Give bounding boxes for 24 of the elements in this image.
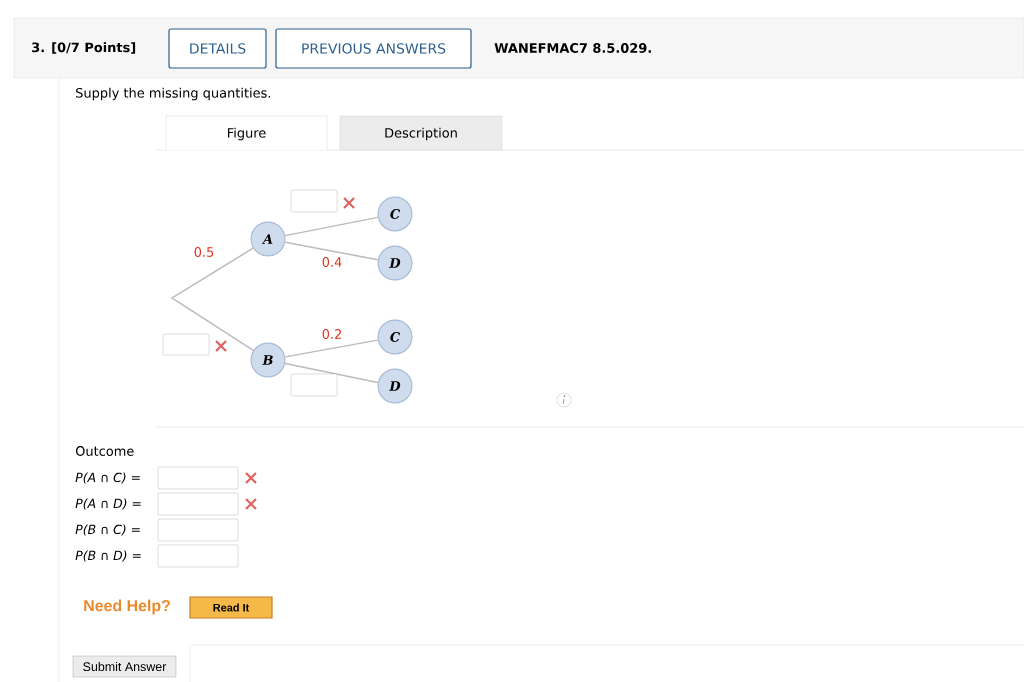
probability-expression: P(A ∩ D) = [75,498,141,510]
branch-line [172,297,255,352]
figure-tab: Figure [165,115,328,151]
details-button: DETAILS [168,28,267,69]
probability-label: 0.5 [192,246,216,258]
probability-expression: P(B ∩ C) = [75,524,140,536]
instruction: Supply the missing quantities. [76,87,271,101]
probability-label: 0.4 [320,256,344,268]
submit-button: Submit Answer [72,655,177,678]
read-it-button: Read It [189,596,273,619]
branch-line [284,241,379,261]
probability-label: 0.2 [320,328,344,340]
question-number: 3. [0/7 Points] [32,42,136,54]
probability-expression: P(B ∩ D) = [75,550,141,562]
help-heading: Need Help? [84,599,170,615]
outcome-heading: Outcome [75,446,134,456]
branch-line [172,247,254,299]
branch-line [284,362,379,384]
branch-line [284,216,379,237]
description-tab: Description [339,115,503,151]
branch-line [284,339,379,358]
problem-code: WANEFMAC7 8.5.029. [494,43,651,53]
probability-expression: P(A ∩ C) = [75,472,140,484]
previous-answers-button: PREVIOUS ANSWERS [275,28,472,69]
